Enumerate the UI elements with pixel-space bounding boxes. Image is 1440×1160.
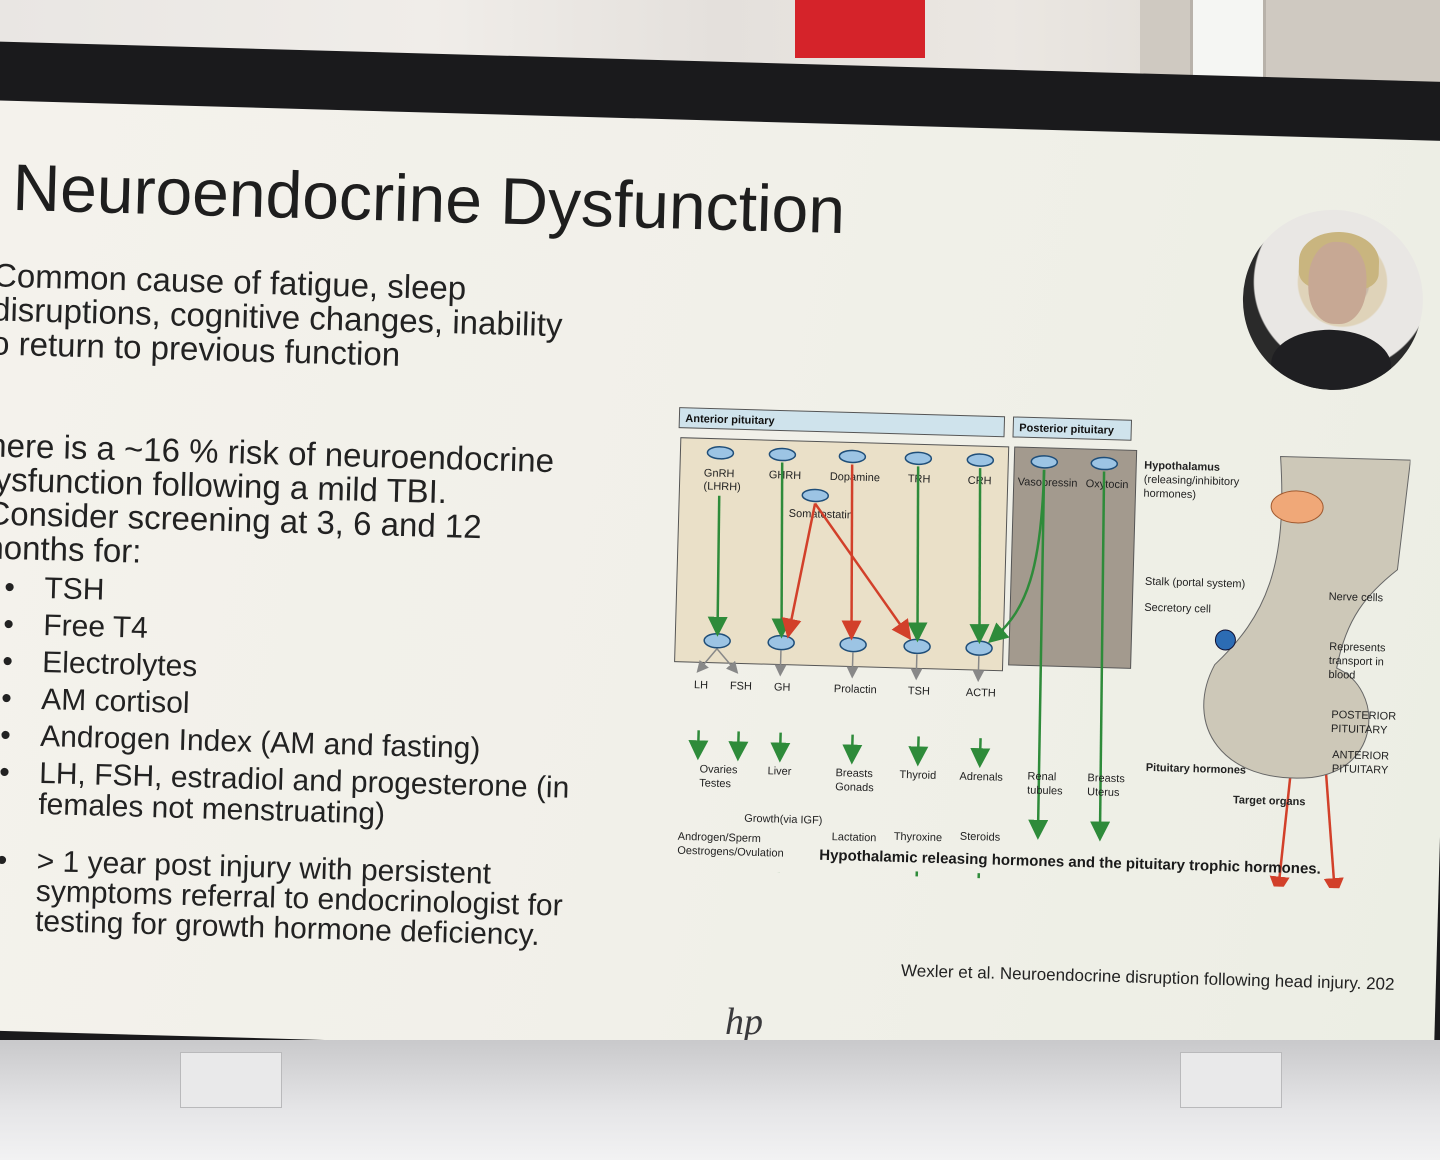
label-fsh: FSH	[730, 680, 752, 693]
label-pituitary-hormones: Pituitary hormones	[1146, 762, 1247, 777]
anterior-label: Anterior pituitary	[685, 413, 775, 428]
label-vasopressin: Vasopressin	[1018, 476, 1078, 490]
label-anterior: ANTERIOR	[1332, 749, 1389, 763]
label-represents: Represents	[1329, 641, 1386, 655]
label-dopamine: Dopamine	[830, 471, 880, 484]
label-secretory-cell: Secretory cell	[1144, 602, 1211, 616]
label-transport: transport in	[1329, 655, 1384, 669]
label-hormones: hormones)	[1143, 488, 1196, 501]
label-oxytocin: Oxytocin	[1086, 478, 1129, 491]
label-lhrh: (LHRH)	[703, 480, 741, 493]
citation: Wexler et al. Neuroendocrine disruption …	[900, 961, 1395, 994]
label-lh: LH	[694, 679, 708, 691]
label-renal: Renal	[1027, 771, 1056, 784]
hormone-diagram: Anterior pituitary Posterior pituitary G…	[674, 407, 1412, 890]
label-thyroxine: Thyroxine	[894, 831, 943, 844]
hinge-right	[1180, 1052, 1282, 1108]
label-blood: blood	[1328, 669, 1355, 682]
hinge-left	[180, 1052, 282, 1108]
label-tsh: TSH	[908, 685, 930, 698]
label-breasts: Breasts	[835, 767, 873, 780]
presenter-webcam	[1240, 207, 1426, 393]
label-releasing: (releasing/inhibitory	[1144, 474, 1240, 489]
label-hypothalamus: Hypothalamus	[1144, 460, 1220, 474]
label-ghrh: GHRH	[769, 469, 802, 482]
list-item-continuation: females not menstruating)	[37, 787, 386, 831]
screening-list: TSH Free T4 Electrolytes AM cortisol And…	[0, 569, 575, 807]
referral-bullet: •> 1 year post injury with persistent sy…	[0, 843, 564, 952]
posterior-header	[1012, 416, 1133, 441]
label-thyroid: Thyroid	[899, 769, 936, 782]
label-testes: Testes	[699, 777, 732, 790]
label-posterior: POSTERIOR	[1331, 709, 1396, 723]
label-anterior-pituitary: PITUITARY	[1332, 763, 1389, 777]
label-target-organs: Target organs	[1233, 794, 1306, 808]
pituitary-anatomy	[1203, 455, 1412, 779]
risk-paragraph: here is a ~16 % risk of neuroendocrine l…	[0, 426, 555, 580]
label-acth: ACTH	[966, 687, 996, 700]
label-prolactin: Prolactin	[834, 683, 877, 696]
label-ovaries: Ovaries	[699, 763, 738, 776]
label-adrenals: Adrenals	[959, 771, 1003, 784]
secretory-cell	[1214, 629, 1236, 651]
label-gh: GH	[774, 681, 791, 693]
hypothalamic-cells	[703, 446, 1119, 656]
label-somatostatin: Somatostatin	[789, 508, 854, 522]
label-gnrh: GnRH	[704, 467, 735, 480]
intro-paragraph: Common cause of fatigue, sleep disruptio…	[0, 256, 564, 376]
label-steroids: Steroids	[960, 831, 1001, 844]
hypothalamus-nucleus	[1270, 490, 1324, 524]
label-posterior-pituitary: PITUITARY	[1331, 723, 1388, 737]
label-gonads: Gonads	[835, 781, 874, 794]
anterior-header	[678, 407, 1006, 438]
label-breasts-2: Breasts	[1087, 772, 1125, 785]
posterior-label: Posterior pituitary	[1019, 422, 1115, 437]
label-stalk: Stalk (portal system)	[1145, 576, 1246, 591]
presentation-slide: Neuroendocrine Dysfunction Common cause …	[0, 100, 1440, 1071]
label-androgen: Androgen/Sperm	[678, 831, 761, 845]
label-uterus: Uterus	[1087, 786, 1120, 799]
slide-title: Neuroendocrine Dysfunction	[11, 149, 847, 248]
red-object	[795, 0, 925, 58]
anterior-box	[674, 437, 1010, 672]
laptop-logo: hp	[725, 1001, 763, 1043]
label-tubules: tubules	[1027, 785, 1063, 798]
label-nerve-cells: Nerve cells	[1328, 591, 1383, 605]
secretion-arrows	[696, 648, 985, 683]
label-liver: Liver	[767, 765, 792, 778]
label-oestrogens: Oestrogens/Ovulation	[677, 845, 784, 860]
label-lactation: Lactation	[832, 831, 877, 844]
diagram-caption: Hypothalamic releasing hormones and the …	[819, 847, 1321, 878]
label-growth: Growth(via IGF)	[744, 813, 823, 827]
